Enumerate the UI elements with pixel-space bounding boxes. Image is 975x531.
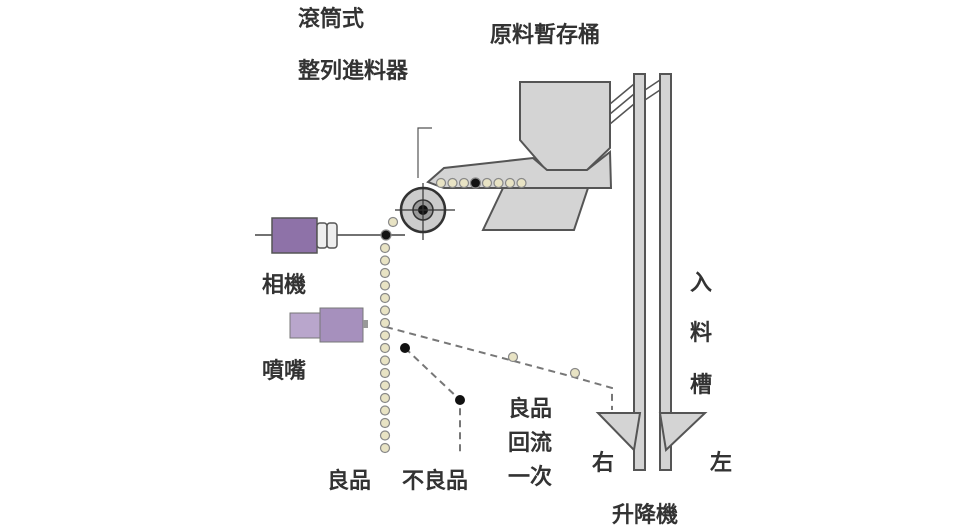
part-bead — [447, 177, 458, 189]
parts-beads — [379, 177, 581, 454]
part-bead — [379, 292, 391, 304]
label-recirc-2: 回流 — [508, 430, 552, 456]
part-bead — [569, 367, 581, 379]
label-nozzle: 噴嘴 — [262, 358, 306, 384]
left-chute-funnel — [658, 412, 708, 453]
part-bead — [379, 355, 391, 366]
label-right: 右 — [592, 451, 614, 476]
part-bead — [507, 351, 519, 363]
part-bead — [481, 177, 493, 189]
label-drum-feeder-1: 滾筒式 — [298, 6, 364, 32]
part-bead — [458, 177, 470, 189]
label-drum-feeder-2: 整列進料器 — [298, 58, 409, 84]
defective-part — [380, 229, 392, 241]
right-chute-funnel — [595, 412, 642, 453]
label-left: 左 — [710, 450, 732, 476]
part-bead — [379, 267, 391, 279]
label-good: 良品 — [327, 468, 371, 494]
part-bead — [379, 280, 391, 291]
label-inlet-3: 槽 — [690, 373, 712, 398]
part-bead — [435, 177, 447, 189]
part-bead — [379, 417, 391, 429]
label-defective: 不良品 — [402, 468, 468, 494]
part-bead — [504, 177, 516, 189]
part-bead — [493, 177, 504, 189]
elevator-rails — [595, 73, 708, 471]
label-inlet-1: 入 — [690, 271, 712, 296]
label-recirc-3: 一次 — [508, 464, 552, 490]
part-bead — [387, 216, 399, 228]
camera-icon — [255, 217, 405, 254]
lower-chute — [481, 187, 590, 231]
label-inlet-2: 料 — [690, 321, 712, 346]
part-bead — [379, 442, 391, 454]
recirculation-path — [385, 326, 613, 410]
part-bead — [516, 177, 527, 189]
part-bead — [379, 255, 391, 266]
part-bead — [379, 305, 391, 316]
reject-part — [400, 343, 410, 353]
label-elevator: 升降機 — [612, 503, 678, 528]
part-bead — [379, 330, 391, 341]
label-recirc-1: 良品 — [508, 396, 552, 422]
part-bead — [379, 392, 391, 404]
part-bead — [379, 405, 391, 416]
part-bead — [379, 430, 391, 441]
reject-path — [404, 347, 461, 455]
part-bead — [379, 367, 391, 379]
part-bead — [379, 342, 391, 354]
nozzle-icon — [289, 307, 368, 343]
part-bead — [379, 242, 391, 254]
reject-part — [455, 395, 465, 405]
hopper — [519, 81, 611, 171]
bracket — [417, 127, 432, 178]
drum-roller — [395, 183, 455, 240]
part-bead — [379, 317, 391, 329]
defective-part — [469, 177, 482, 189]
label-camera: 相機 — [262, 273, 306, 298]
label-hopper: 原料暫存桶 — [490, 22, 600, 48]
part-bead — [379, 380, 391, 391]
